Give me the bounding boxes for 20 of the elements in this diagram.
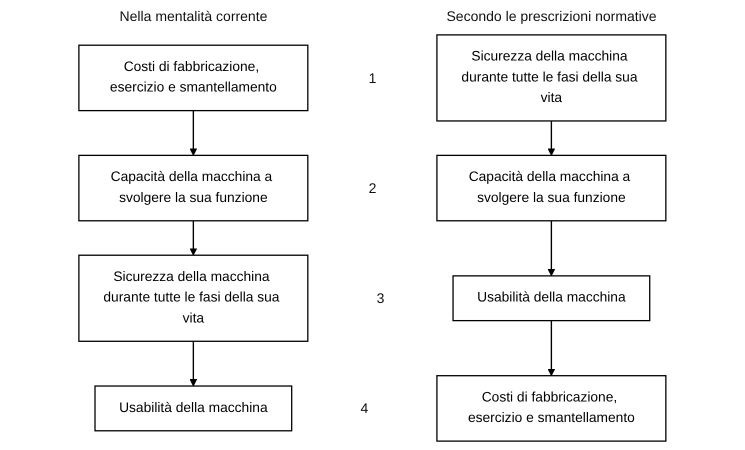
arrow <box>548 120 556 156</box>
arrow <box>190 341 198 386</box>
arrow <box>190 220 198 256</box>
node-box: Sicurezza della macchina durante tutte le fasi della sua vita <box>436 34 667 122</box>
column-heading: Secondo le prescrizioni normative <box>446 8 657 24</box>
row-number: 3 <box>376 290 384 306</box>
row-number: 2 <box>368 180 376 196</box>
node-box: Costi di fabbricazione, esercizio e smantellamento <box>436 375 667 442</box>
node-box: Usabilità della macchina <box>452 275 650 322</box>
node-box: Sicurezza della macchina durante tutte le fasi della sua vita <box>78 254 309 342</box>
column-heading: Nella mentalità corrente <box>120 8 268 24</box>
arrow <box>548 220 556 276</box>
row-number: 1 <box>368 70 376 86</box>
node-box: Usabilità della macchina <box>94 385 292 432</box>
node-box: Capacità della macchina a svolgere la sua funzione <box>436 154 667 222</box>
row-number: 4 <box>360 400 368 416</box>
node-box: Costi di fabbricazione, esercizio e smantellamento <box>78 44 309 112</box>
arrow <box>548 320 556 376</box>
arrow <box>190 110 198 156</box>
node-box: Capacità della macchina a svolgere la sua funzione <box>78 154 309 222</box>
